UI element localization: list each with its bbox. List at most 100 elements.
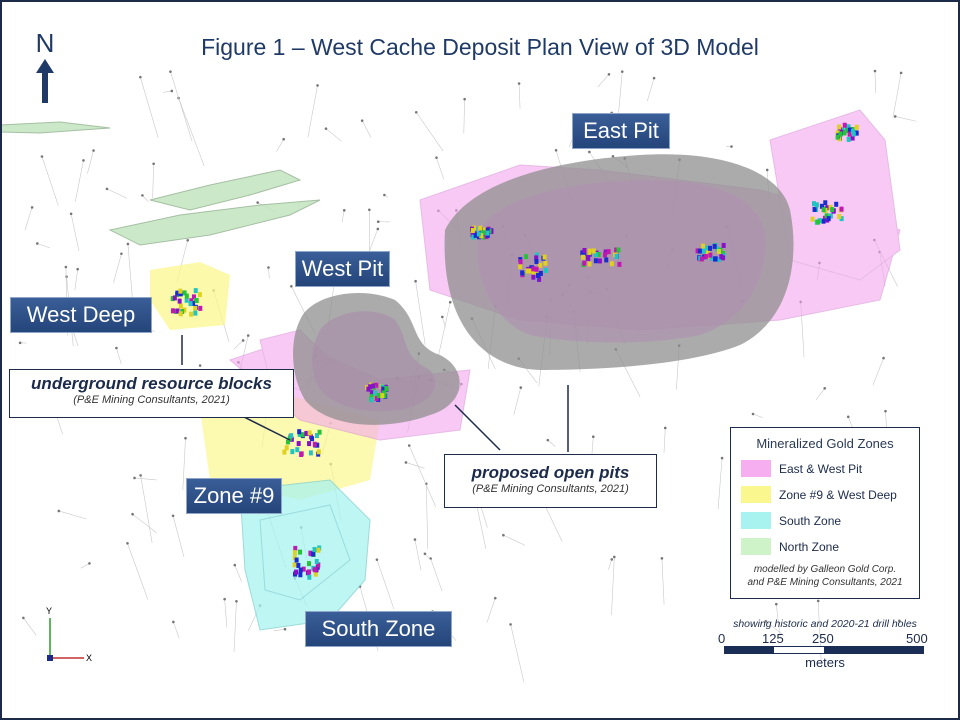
north-arrow: N xyxy=(30,28,60,109)
drill-hole-collar xyxy=(233,563,237,567)
drill-hole-trace xyxy=(134,477,157,481)
resource-block xyxy=(847,131,852,137)
drill-hole-collar xyxy=(493,596,497,600)
drill-hole-collar xyxy=(509,623,512,626)
drill-hole-trace xyxy=(415,281,426,345)
drill-hole-trace xyxy=(815,388,825,400)
drill-hole-collar xyxy=(141,194,144,197)
resource-block xyxy=(312,567,317,573)
drill-hole-trace xyxy=(140,77,159,139)
resource-block xyxy=(476,234,481,240)
resource-block xyxy=(307,569,312,575)
resource-block xyxy=(842,122,847,128)
drill-hole-collar xyxy=(751,412,755,416)
drill-hole-trace xyxy=(547,439,556,447)
legend-label: South Zone xyxy=(779,513,842,528)
resource-block xyxy=(518,264,523,270)
drill-hole-collar xyxy=(290,285,293,288)
resource-block xyxy=(471,234,476,240)
resource-block xyxy=(603,252,608,258)
drill-hole-collar xyxy=(502,533,505,537)
drill-hole-collar xyxy=(120,252,123,256)
resource-block xyxy=(850,128,855,134)
resource-block xyxy=(307,441,312,447)
resource-block xyxy=(826,216,831,222)
drill-hole-collar xyxy=(620,70,624,73)
resource-block xyxy=(854,124,859,130)
drill-hole-collar xyxy=(610,558,614,561)
drill-hole-trace xyxy=(765,621,785,637)
resource-block xyxy=(712,256,717,262)
resource-block xyxy=(821,218,826,224)
resource-block xyxy=(834,201,839,207)
drill-hole-trace xyxy=(510,624,525,683)
resource-block xyxy=(316,449,321,455)
resource-block xyxy=(171,308,176,314)
resource-block xyxy=(289,433,294,439)
resource-block xyxy=(470,228,475,234)
drill-hole-trace xyxy=(661,558,665,605)
resource-block xyxy=(369,390,374,396)
resource-block xyxy=(828,213,833,219)
resource-block xyxy=(315,442,320,448)
resource-block xyxy=(170,296,175,302)
resource-block xyxy=(712,243,717,249)
drill-hole-collar xyxy=(884,409,887,413)
drill-hole-trace xyxy=(608,559,613,570)
resource-block xyxy=(314,558,319,564)
resource-block xyxy=(535,272,540,278)
scale-unit: meters xyxy=(805,655,845,670)
resource-block xyxy=(191,300,196,306)
resource-block xyxy=(304,430,309,436)
drill-hole-collar xyxy=(184,436,187,440)
resource-block xyxy=(182,290,187,296)
resource-block xyxy=(835,130,840,136)
resource-block xyxy=(197,292,202,298)
resource-block xyxy=(531,269,536,275)
resource-block xyxy=(835,134,840,140)
resource-block xyxy=(839,206,844,212)
resource-block xyxy=(705,245,710,251)
resource-block xyxy=(534,252,539,258)
drill-hole-collar xyxy=(660,557,664,560)
resource-block xyxy=(704,254,709,260)
resource-block xyxy=(178,291,183,297)
drill-hole-trace xyxy=(224,599,228,628)
resource-block xyxy=(531,274,536,280)
resource-block xyxy=(312,441,317,447)
resource-block xyxy=(524,254,529,260)
drill-hole-collar xyxy=(898,619,901,623)
drill-hole-collar xyxy=(448,300,452,304)
resource-block xyxy=(531,266,536,272)
drill-hole-collar xyxy=(324,127,328,130)
resource-block xyxy=(198,305,203,311)
drill-hole-collar xyxy=(170,89,174,93)
north-label: N xyxy=(35,28,55,58)
west-pit-shell xyxy=(293,292,460,425)
resource-block xyxy=(543,260,548,266)
drill-hole-trace xyxy=(775,604,781,640)
resource-block xyxy=(298,567,303,573)
drill-hole-trace xyxy=(513,387,522,415)
drill-hole-trace xyxy=(325,128,342,142)
drill-hole-collar xyxy=(82,159,85,162)
resource-block xyxy=(721,242,726,248)
drill-hole-collar xyxy=(720,456,724,460)
drill-hole-collar xyxy=(846,415,850,419)
drill-hole-collar xyxy=(40,155,44,158)
resource-block xyxy=(582,250,587,256)
callout-underground-blocks: underground resource blocks (P&E Mining … xyxy=(9,369,294,418)
resource-block xyxy=(705,250,710,256)
label-east-pit: East Pit xyxy=(572,113,670,149)
scale-bar-graphic xyxy=(724,646,924,654)
drill-hole-collar xyxy=(36,242,39,245)
resource-block xyxy=(312,547,317,553)
drill-hole-collar xyxy=(172,620,175,624)
resource-block xyxy=(823,200,828,206)
resource-block xyxy=(371,383,376,389)
resource-block xyxy=(381,386,386,392)
drill-hole-trace xyxy=(132,513,157,533)
resource-block xyxy=(847,127,852,133)
legend-label: North Zone xyxy=(779,539,840,554)
resource-block xyxy=(518,259,523,265)
